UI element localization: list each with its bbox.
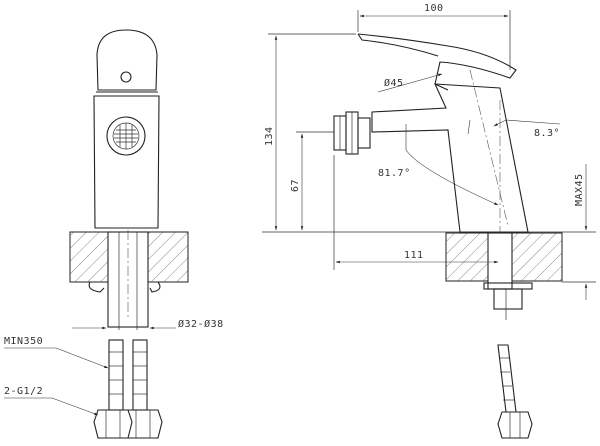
- spout-height-label: 67: [290, 179, 301, 192]
- thread-callout: 2-G1/2: [4, 386, 99, 416]
- total-height-dimension: 134: [264, 33, 356, 231]
- front-body: [93, 95, 160, 229]
- thread-label: 2-G1/2: [4, 386, 43, 397]
- hole-diameter-label: Ø32-Ø38: [178, 318, 224, 330]
- lever-diameter-label: Ø45: [384, 77, 404, 89]
- spout-height-dimension: 67: [290, 131, 334, 231]
- aerator-mesh: [114, 123, 138, 149]
- side-lever: [357, 33, 517, 91]
- front-deck-left: [69, 231, 109, 283]
- base-projection-label: 111: [404, 250, 424, 261]
- front-lever: [96, 29, 158, 91]
- hose-length-label: MIN350: [4, 336, 43, 347]
- width-label: 100: [424, 3, 444, 14]
- side-body: [371, 83, 529, 233]
- spray-nozzle: [333, 111, 371, 155]
- hole-diameter-dimension: Ø32-Ø38: [72, 318, 224, 330]
- front-deck-right: [147, 231, 189, 283]
- hex-nuts: [93, 409, 163, 439]
- lever-angle-label: 8.3°: [534, 128, 560, 139]
- front-view: Ø32-Ø38 MIN350 2-G1/2: [4, 29, 224, 439]
- max-deck-dimension: MAX45: [562, 164, 596, 300]
- spray-angle-label: 81.7°: [378, 168, 411, 179]
- side-deck-right: [511, 232, 563, 282]
- side-deck-left: [445, 232, 489, 282]
- lever-diameter-dimension: Ø45: [377, 73, 443, 93]
- side-view: 100 134 67 Ø45 8.3° 81.7° 111: [262, 3, 596, 439]
- hose-length-callout: MIN350: [4, 336, 109, 369]
- lever-indicator-dot: [120, 71, 132, 83]
- front-hoses: [108, 339, 148, 411]
- side-hose: [497, 344, 533, 439]
- base-projection-dimension: 111: [333, 155, 499, 270]
- max-deck-label: MAX45: [574, 173, 585, 206]
- total-height-label: 134: [264, 126, 275, 146]
- aerator-outer: [106, 116, 146, 156]
- width-dimension: 100: [357, 3, 511, 70]
